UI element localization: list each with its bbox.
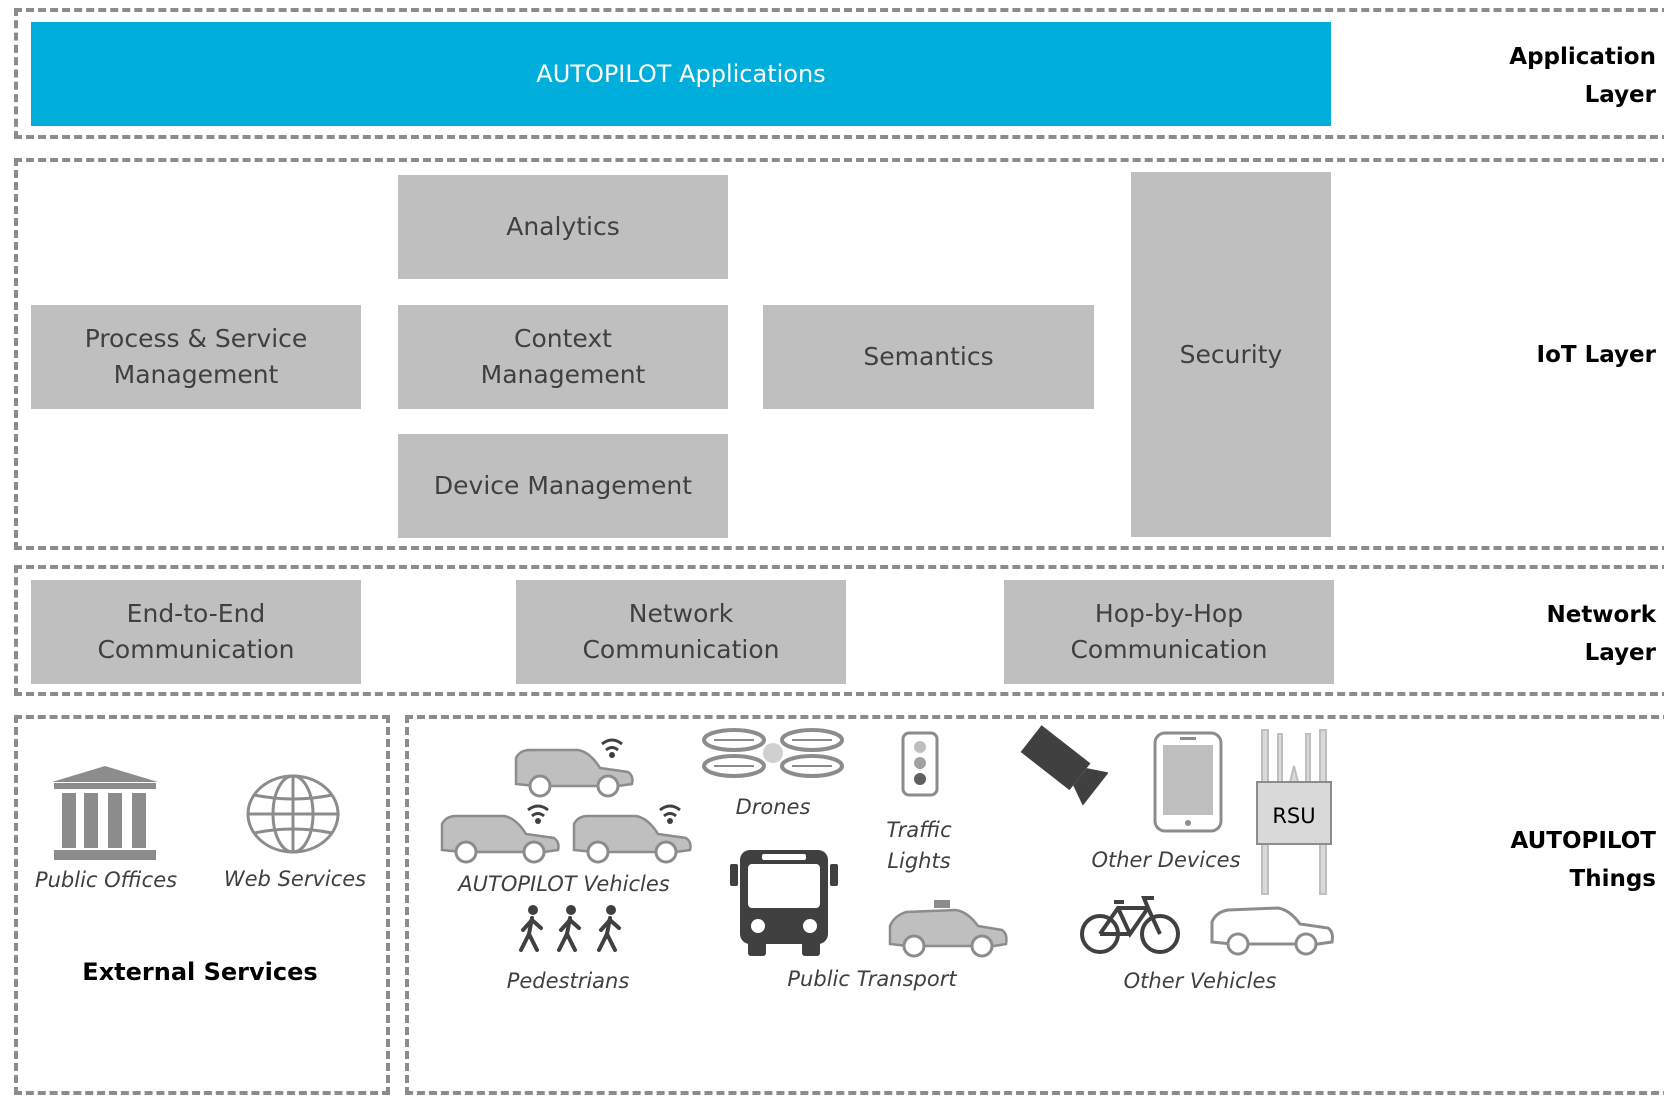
iot-layer-label: IoT Layer (1536, 342, 1656, 368)
autopilot-things-label: AUTOPILOT Things (1510, 828, 1656, 892)
taxi-car-icon (888, 900, 1008, 958)
camera-icon (1020, 725, 1108, 806)
autopilot-vehicles-caption: AUTOPILOT Vehicles (458, 872, 670, 896)
network-layer-frame (14, 565, 1664, 696)
autopilot-applications-bar: AUTOPILOT Applications (31, 22, 1331, 126)
rsu-antenna-icon (1256, 729, 1332, 895)
web-services-globe-icon (246, 774, 340, 854)
public-offices-caption: Public Offices (34, 868, 178, 892)
process-service-management-box: Process & Service Management (31, 305, 361, 409)
pedestrians-caption: Pedestrians (506, 969, 630, 993)
iot-layer-frame (14, 158, 1664, 550)
analytics-box: Analytics (398, 175, 728, 279)
application-layer-frame (14, 8, 1664, 139)
network-communication-box: Network Communication (516, 580, 846, 684)
web-services-caption: Web Services (223, 867, 367, 891)
tablet-icon (1153, 731, 1223, 833)
traffic-lights-caption: Traffic Lights (886, 818, 952, 873)
context-management-box: Context Management (398, 305, 728, 409)
other-devices-caption: Other Devices (1091, 848, 1241, 872)
hop-by-hop-communication-box: Hop-by-Hop Communication (1004, 580, 1334, 684)
network-layer-label: Network Layer (1546, 602, 1656, 666)
suv-car-icon (1210, 906, 1334, 956)
application-layer-label: Application Layer (1509, 44, 1656, 108)
drones-icon (702, 728, 844, 778)
drones-caption: Drones (735, 795, 811, 819)
bicycle-icon (1080, 896, 1180, 954)
public-offices-icon (52, 766, 158, 860)
traffic-light-icon (901, 731, 939, 797)
external-services-title: External Services (82, 958, 318, 986)
connected-car-icon (440, 804, 560, 864)
bus-icon (730, 850, 838, 956)
other-vehicles-caption: Other Vehicles (1123, 969, 1277, 993)
connected-car-icon (572, 804, 692, 864)
device-management-box: Device Management (398, 434, 728, 538)
public-transport-caption: Public Transport (787, 967, 957, 991)
end-to-end-communication-box: End-to-End Communication (31, 580, 361, 684)
rsu-label: RSU (1272, 804, 1316, 828)
semantics-box: Semantics (763, 305, 1094, 409)
connected-car-icon (514, 738, 634, 798)
pedestrians-icon (519, 905, 621, 952)
security-box: Security (1131, 172, 1331, 537)
